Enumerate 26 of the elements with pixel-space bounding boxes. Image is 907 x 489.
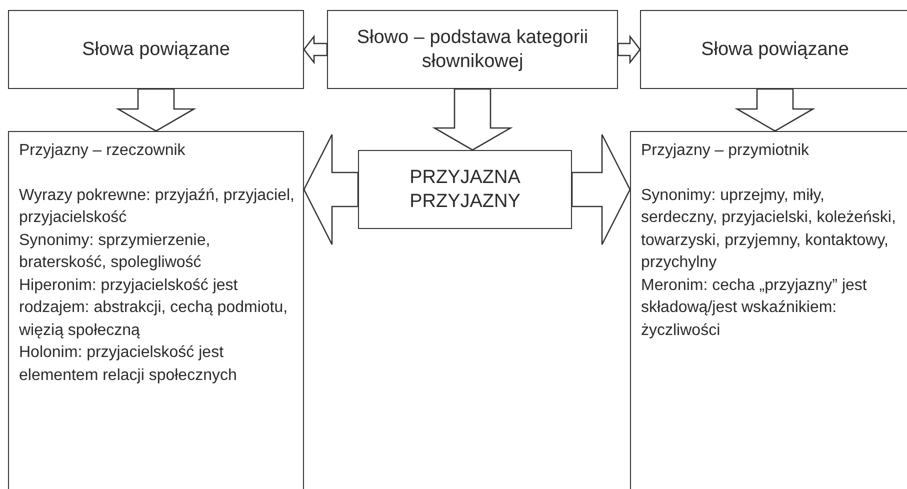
heading-text: Przyjazny – przymiotnik [641,141,810,161]
node-text: Synonimy: sprzymierzenie, braterskość, spolegliwość [19,230,212,273]
node-text: Meronim: cecha „przyjazny” jest składową/jest wskaźnikiem: życzliwości [641,276,868,340]
block-arrow [617,34,641,64]
text-box [640,10,907,89]
node-text: Holonim: przyjacielskość jest elementem relacji społecznych [19,343,238,386]
text-box [8,10,304,89]
text-box [327,10,618,89]
text-box [358,150,572,229]
text-box [630,131,907,489]
node-text: Słowa powiązane [82,38,230,62]
node-text: Hiperonim: przyjacielskość jest rodzajem: abstrakcji, cechą podmiotu, więzią społeczną [19,276,289,340]
node-text: PRZYJAZNY [410,190,520,214]
block-arrow [734,88,816,132]
node-text: Słowo – podstawa kategorii słownikowej [356,26,590,74]
block-arrow [116,88,196,132]
node-text: Synonimy: uprzejmy, miły, serdeczny, przyjacielski, koleżeński, towarzyski, przyjemny, kontaktowy, przychylny [641,186,897,273]
block-arrow [432,88,513,151]
node-text: PRZYJAZNA [410,166,520,190]
heading-text: Przyjazny – rzeczownik [19,141,186,161]
block-arrow [303,134,359,246]
node-text: Wyrazy pokrewne: przyjaźń, przyjaciel, przyjacielskość [19,186,295,228]
text-box [8,131,304,489]
block-arrow [303,34,328,64]
block-arrow [571,134,631,246]
node-text: Słowa powiązane [701,38,849,62]
